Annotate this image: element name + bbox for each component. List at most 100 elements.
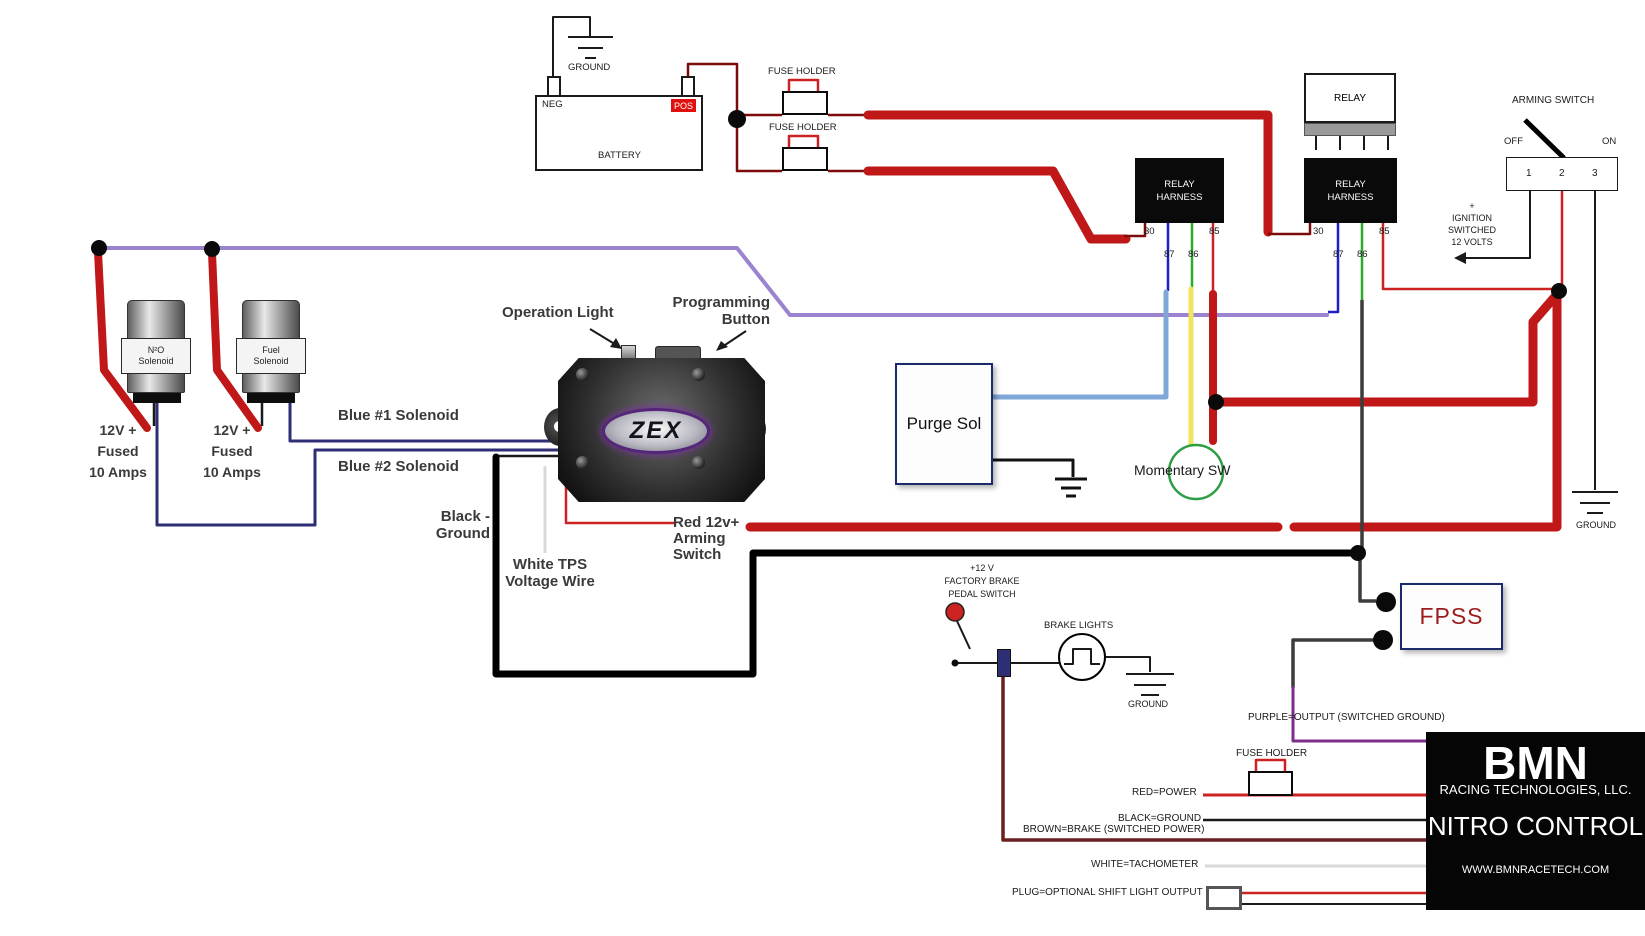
feed-line3: 10 Amps [89, 464, 147, 480]
brown-brake-label: BROWN=BRAKE (SWITCHED POWER) [1023, 824, 1205, 835]
junction-dot [91, 240, 107, 256]
red-arming-l3: Switch [673, 546, 722, 563]
relay-base [1304, 123, 1396, 136]
battery-neg-terminal [547, 76, 561, 97]
zex-screw [692, 456, 705, 469]
relay-label: RELAY [1333, 92, 1367, 104]
arming-power-run-b [1289, 290, 1562, 532]
battery-neg-label: NEG [542, 99, 563, 110]
ignition-arrowhead [1454, 252, 1466, 264]
bottom-fuse-holder-label: FUSE HOLDER [1236, 748, 1308, 759]
fuse-loop-1 [787, 78, 820, 91]
pin-87-left: 87 [1164, 249, 1175, 260]
op-light-arrowhead [610, 338, 622, 349]
relay-harness-right-label2: HARNESS [1327, 191, 1374, 203]
black-ground-label: Black - Ground [408, 508, 490, 542]
arming-off-label: OFF [1504, 136, 1523, 147]
fuse-holder-1-label: FUSE HOLDER [768, 66, 836, 77]
brake-pedal-button [945, 602, 965, 622]
feed-line3: 10 Amps [203, 464, 261, 480]
junction-dot [1350, 545, 1366, 561]
red-arming-l1: Red 12v+ [673, 514, 740, 531]
brake-lights-label: BRAKE LIGHTS [1044, 620, 1114, 631]
relay-harness-right: RELAY HARNESS [1304, 158, 1397, 223]
harness-right-30-hook [1268, 223, 1312, 236]
fuel-label1: Fuel [262, 345, 280, 355]
zex-screw [692, 368, 705, 381]
n2o-label1: N²O [147, 345, 165, 355]
momentary-switch-symbol [1167, 443, 1225, 501]
fuel-label2: Solenoid [253, 356, 289, 366]
harness-left-30-hook [1124, 223, 1147, 238]
n2o-solenoid-feed [94, 248, 151, 432]
ignition-note: + IGNITION SWITCHED 12 VOLTS [1432, 200, 1512, 248]
zex-logo: ZEX [602, 408, 710, 454]
momentary-switch-label: Momentary SW [1134, 462, 1231, 478]
harness-right-85 [1381, 223, 1554, 291]
feed-line2: Fused [211, 443, 253, 459]
pin-30-left: 30 [1144, 226, 1155, 237]
relay-harness-right-label1: RELAY [1335, 178, 1366, 190]
fuse-holder-2-label: FUSE HOLDER [769, 122, 837, 133]
ground-label-top: GROUND [568, 62, 611, 73]
arming-pos-3: 3 [1592, 168, 1598, 179]
n2o-solenoid-base [133, 393, 181, 403]
ground-label-right: GROUND [1576, 520, 1616, 530]
pin-85-left: 85 [1209, 226, 1220, 237]
ignition-note-plus: + [1469, 201, 1475, 211]
feed-line1: 12V + [213, 422, 251, 438]
arming-lever [1523, 118, 1566, 160]
purge-feed-wire [991, 289, 1169, 400]
prog-label1: Programming [672, 294, 770, 311]
pin-86-right: 86 [1357, 249, 1368, 260]
zex-ground-run [492, 453, 1360, 678]
purple-bus-wire [97, 246, 1329, 317]
blue1-label: Blue #1 Solenoid [338, 407, 459, 424]
battery-pos-badge: POS [671, 99, 696, 112]
arming-pos-2: 2 [1559, 168, 1565, 179]
main-power-bottom [863, 166, 1131, 244]
fpss-terminal-dot [1376, 592, 1396, 612]
battery-label: BATTERY [598, 150, 641, 161]
relay-harness-left-label2: HARNESS [1156, 191, 1203, 203]
black-ground-l1: Black - [440, 508, 490, 525]
harness-right-87 [1328, 223, 1340, 314]
purge-ground-wire [993, 458, 1087, 498]
white-tps-l2: Voltage Wire [505, 573, 595, 590]
fpss-label: FPSS [1419, 603, 1484, 629]
ignition-note-l4: 12 VOLTS [1451, 237, 1493, 247]
fpss-terminal-dot [1373, 630, 1393, 650]
purge-solenoid: Purge Sol [895, 363, 993, 485]
arming-pos-1: 1 [1526, 168, 1532, 179]
battery-ground-wire [552, 16, 613, 78]
white-tps-label: White TPS Voltage Wire [480, 556, 620, 590]
red-arming-label: Red 12v+ Arming Switch [673, 515, 739, 563]
junction-dot [728, 110, 746, 128]
white-tps-l1: White TPS [512, 556, 588, 573]
ignition-note-l3: SWITCHED [1448, 225, 1496, 235]
relay-harness-left-label1: RELAY [1164, 178, 1195, 190]
n2o-solenoid-band: N²O Solenoid [121, 338, 191, 374]
programming-button[interactable] [655, 346, 701, 360]
operation-light [621, 345, 636, 360]
blue2-wire [155, 403, 558, 527]
fpss-terminal1-wire [1358, 556, 1376, 603]
relay: RELAY [1304, 73, 1396, 123]
blue2-label: Blue #2 Solenoid [338, 458, 459, 475]
bottom-fuse-holder [1248, 771, 1293, 796]
fuel-feed-note: 12V + Fused 10 Amps [192, 420, 272, 483]
fpss-module: FPSS [1400, 583, 1503, 650]
ignition-note-l2: IGNITION [1452, 213, 1492, 223]
bottom-fuse-loop [1254, 758, 1287, 771]
bmn-name: BMN [1483, 737, 1588, 789]
prog-button-arrowhead [716, 341, 728, 351]
brake-contact-dot [951, 659, 959, 667]
brown-brake-wire [1001, 676, 1426, 842]
battery-pos-terminal [681, 76, 695, 97]
relay-harness-left: RELAY HARNESS [1135, 158, 1224, 223]
arming-switch[interactable] [1506, 157, 1618, 191]
fuel-solenoid-band: Fuel Solenoid [236, 338, 306, 374]
brake-lights-symbol [1058, 633, 1106, 681]
shift-light-plug [1206, 886, 1242, 910]
